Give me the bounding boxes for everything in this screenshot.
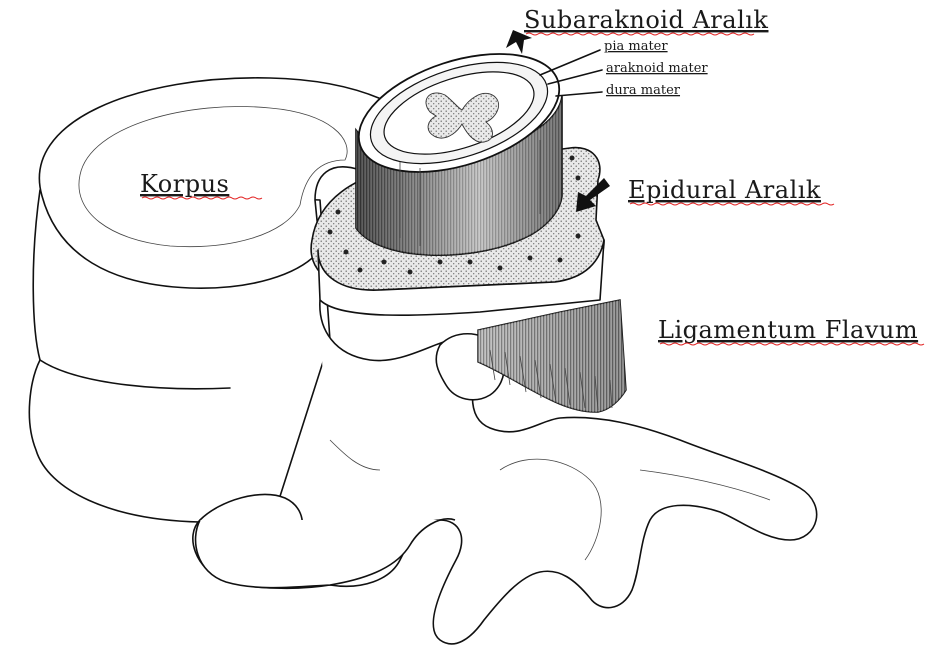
label-epidural-space: Epidural Aralık [628, 176, 821, 204]
label-subarachnoid-space: Subaraknoid Aralık [524, 6, 768, 34]
label-corpus: Korpus [140, 170, 229, 198]
label-ligamentum-flavum: Ligamentum Flavum [658, 316, 918, 344]
label-pia-mater: pia mater [604, 39, 668, 54]
label-dura-mater: dura mater [606, 83, 681, 98]
dural-sac [344, 31, 574, 255]
dura-leader-line [556, 92, 602, 96]
ligamentum-flavum [478, 300, 626, 412]
pia-leader-line [540, 50, 600, 75]
label-arachnoid-mater: araknoid mater [606, 61, 708, 76]
